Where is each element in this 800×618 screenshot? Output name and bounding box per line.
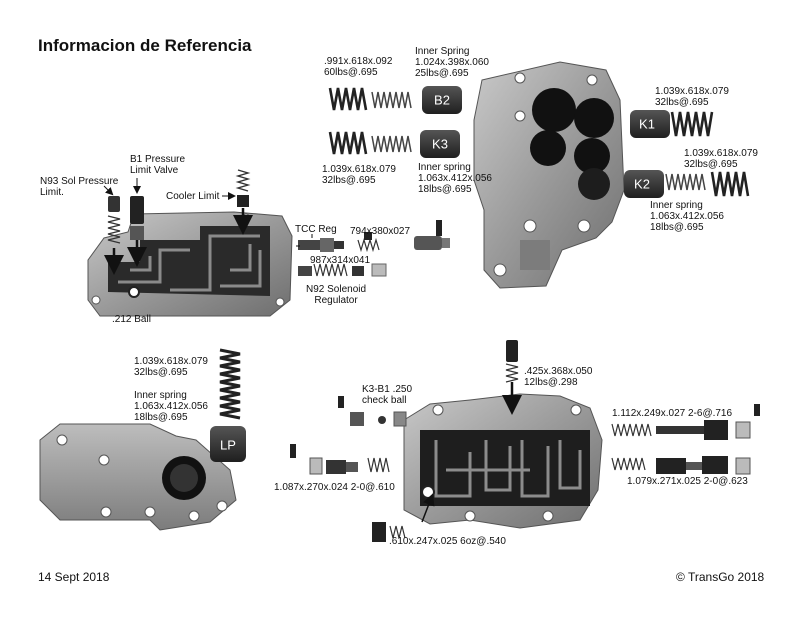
- cooler-limit-label: Cooler Limit: [166, 191, 220, 202]
- n92-spring-label: 987x314x041: [310, 255, 371, 266]
- lp-valve: [210, 426, 246, 462]
- b2-inner-spring-label: Inner Spring 1.024x.398x.060 25lbs@.695: [415, 46, 489, 79]
- n93-spring-assembly: [103, 185, 124, 275]
- upper-left-valve-body: [87, 211, 293, 317]
- b2-outer-spring-label: .991x.618x.092 60lbs@.695: [324, 56, 393, 78]
- b2-valve: [422, 86, 462, 114]
- k3-spring-group: K3: [328, 130, 460, 158]
- k1-valve: [630, 110, 670, 138]
- lp-spring: [219, 348, 241, 420]
- badge-k3: K3: [432, 136, 448, 151]
- b1-pressure-label: B1 Pressure Limit Valve: [130, 154, 186, 176]
- cooler-limit-assembly: [222, 169, 253, 235]
- footer-copyright: © TransGo 2018: [676, 570, 765, 584]
- spring-610-label: .610x.247x.025 6oz@.540: [389, 536, 506, 547]
- footer-date: 14 Sept 2018: [38, 570, 110, 584]
- n93-label: N93 Sol Pressure Limit.: [40, 176, 119, 198]
- tcc-regulator-parts: [296, 220, 450, 253]
- k1-spring-label: 1.039x.618x.079 32lbs@.695: [655, 86, 729, 108]
- n92-regulator-label: N92 Solenoid Regulator: [306, 284, 367, 306]
- ball-212-label: .212 Ball: [112, 314, 151, 325]
- k1-spring-group: K1: [630, 110, 714, 138]
- spring-1112-label: 1.112x.249x.027 2-6@.716: [612, 408, 733, 419]
- spring-1079-label: 1.079x.271x.025 2-0@.623: [627, 476, 748, 487]
- k3-b1-check-ball-label: K3-B1 .250 check ball: [362, 384, 413, 406]
- k3-outer-spring-label: 1.039x.618x.079 32lbs@.695: [322, 164, 396, 186]
- badge-b2: B2: [434, 92, 450, 107]
- badge-lp: LP: [220, 437, 236, 452]
- k2-outer-spring-label: 1.039x.618x.079 32lbs@.695: [684, 148, 758, 170]
- b1-pressure-assembly: [127, 178, 147, 267]
- badge-k1: K1: [639, 116, 655, 131]
- b2-spring-group: B2: [328, 86, 462, 114]
- lp-outer-spring-label: 1.039x.618x.079 32lbs@.695: [134, 356, 208, 378]
- lp-inner-spring-label: Inner spring 1.063x.412x.056 18lbs@.695: [134, 390, 208, 423]
- lower-right-valve-body: [403, 382, 603, 529]
- lower-middle-parts: [290, 340, 519, 542]
- upper-right-casting: [473, 61, 625, 289]
- k2-inner-spring-label: Inner spring 1.063x.412x.056 18lbs@.695: [650, 200, 724, 233]
- k2-spring-group: K2: [624, 170, 750, 198]
- k3-valve: [420, 130, 460, 158]
- k3-inner-spring-label: Inner spring 1.063x.412x.056 18lbs@.695: [418, 162, 492, 195]
- page-title: Informacion de Referencia: [38, 36, 252, 55]
- spring-425-label: .425x.368x.050 12lbs@.298: [524, 366, 593, 388]
- tcc-spring-label: 794x380x027: [350, 226, 411, 237]
- right-valve-parts: [611, 404, 760, 475]
- k2-valve: [624, 170, 664, 198]
- ball-212-marker: [128, 286, 140, 298]
- n92-regulator-parts: [298, 263, 387, 277]
- lower-left-casting: LP: [39, 348, 246, 531]
- badge-k2: K2: [634, 176, 650, 191]
- tcc-reg-label: TCC Reg: [295, 224, 337, 235]
- spring-1087-label: 1.087x.270x.024 2-0@.610: [274, 482, 395, 493]
